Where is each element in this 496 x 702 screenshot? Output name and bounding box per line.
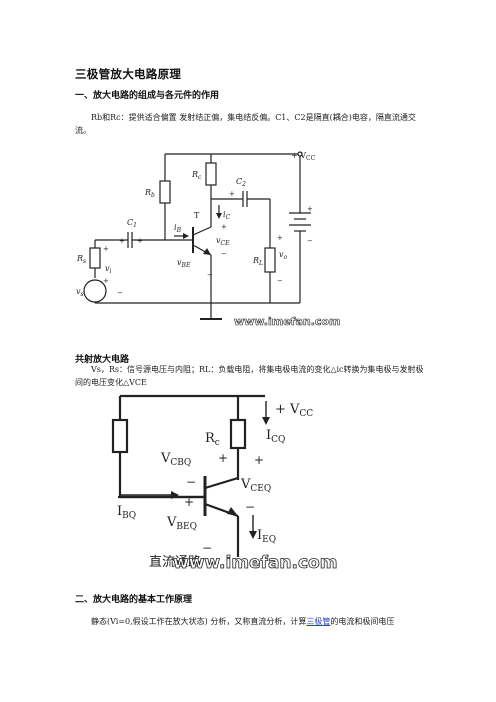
label-rb: Rb	[144, 188, 155, 199]
label-vi: vi	[105, 264, 112, 275]
section-2-text-a: 静态(Vi=0,假设工作在放大状态) 分析，又称直流分析，计算	[91, 617, 307, 626]
svg-text:−: −	[307, 237, 313, 245]
label-vcbq: VCBQ	[160, 451, 191, 468]
label-rc: Rc	[205, 431, 220, 448]
svg-text:−: −	[207, 271, 213, 279]
svg-text:+: +	[221, 223, 227, 231]
watermark: www.imefan.com	[173, 553, 337, 572]
svg-text:+: +	[254, 453, 264, 467]
label-t: T	[194, 211, 200, 220]
section-heading-2: 二、放大电路的基本工作原理	[75, 595, 193, 605]
label-ic: iC	[223, 210, 231, 221]
svg-text:+: +	[307, 205, 313, 213]
label-vceq: VCEQ	[240, 477, 271, 494]
section-ce-paragraph: Vs，Rs：信号源电压与内阻；RL：负载电阻，将集电极电流的变化△ic转换为集电…	[75, 365, 424, 387]
transistor-link[interactable]: 三极管	[306, 617, 331, 626]
label-vcc: + VCC	[291, 151, 316, 162]
svg-text:−: −	[117, 289, 123, 297]
svg-text:+: +	[229, 190, 235, 198]
label-vbeq: VBEQ	[166, 515, 197, 532]
svg-text:+: +	[137, 237, 143, 245]
label-vbe: vBE	[177, 258, 191, 269]
fig-caption: 直流通路	[149, 554, 201, 570]
label-vo: vo	[279, 250, 288, 261]
section-2-text-b: 的电流和极间电压	[330, 617, 395, 626]
label-c1: C1	[127, 218, 137, 229]
page-title: 三极管放大电路原理	[75, 67, 182, 81]
svg-text:+: +	[218, 451, 228, 465]
label-ibq: IBQ	[117, 504, 136, 521]
circuit-diagram-dc-path: + VCC Rb Rc ICQ VCBQ VCEQ IBQ VBEQ IEQ +…	[111, 394, 338, 572]
label-ieq: IEQ	[257, 528, 276, 545]
section-heading-ce: 共射放大电路	[75, 355, 130, 365]
svg-text:−: −	[245, 500, 255, 514]
circuit-diagram-amplifier: + VCC Rb Rc C1 C2 T iB iC vCE vBE Rs vi …	[76, 151, 341, 328]
label-rc: Rc	[191, 170, 202, 181]
label-c2: C2	[236, 177, 246, 188]
section-1-paragraph: Rb和Rc：提供适合偏置 发射结正偏，集电结反偏。C1、C2是隔直(耦合)电容，…	[75, 113, 416, 135]
label-rs: Rs	[76, 254, 86, 265]
label-vcc: + VCC	[275, 402, 313, 419]
svg-text:+: +	[103, 245, 109, 253]
section-heading-1: 一、放大电路的组成与各元件的作用	[75, 91, 220, 101]
section-2-paragraph: 静态(Vi=0,假设工作在放大状态) 分析，又称直流分析，计算三极管的电流和极间…	[91, 616, 394, 627]
svg-text:+: +	[184, 495, 194, 509]
label-icq: ICQ	[266, 428, 285, 445]
svg-text:+: +	[103, 277, 109, 285]
svg-text:+: +	[119, 237, 125, 245]
svg-text:+: +	[277, 234, 283, 242]
label-vs: vs	[76, 287, 84, 298]
label-rl: RL	[252, 256, 263, 267]
watermark: www.imefan.com	[234, 315, 340, 328]
label-vce: vCE	[216, 236, 230, 247]
svg-text:−: −	[186, 475, 196, 489]
svg-text:−: −	[221, 250, 227, 258]
label-ib: iB	[174, 223, 182, 234]
svg-text:−: −	[202, 541, 212, 555]
svg-text:−: −	[277, 277, 283, 285]
